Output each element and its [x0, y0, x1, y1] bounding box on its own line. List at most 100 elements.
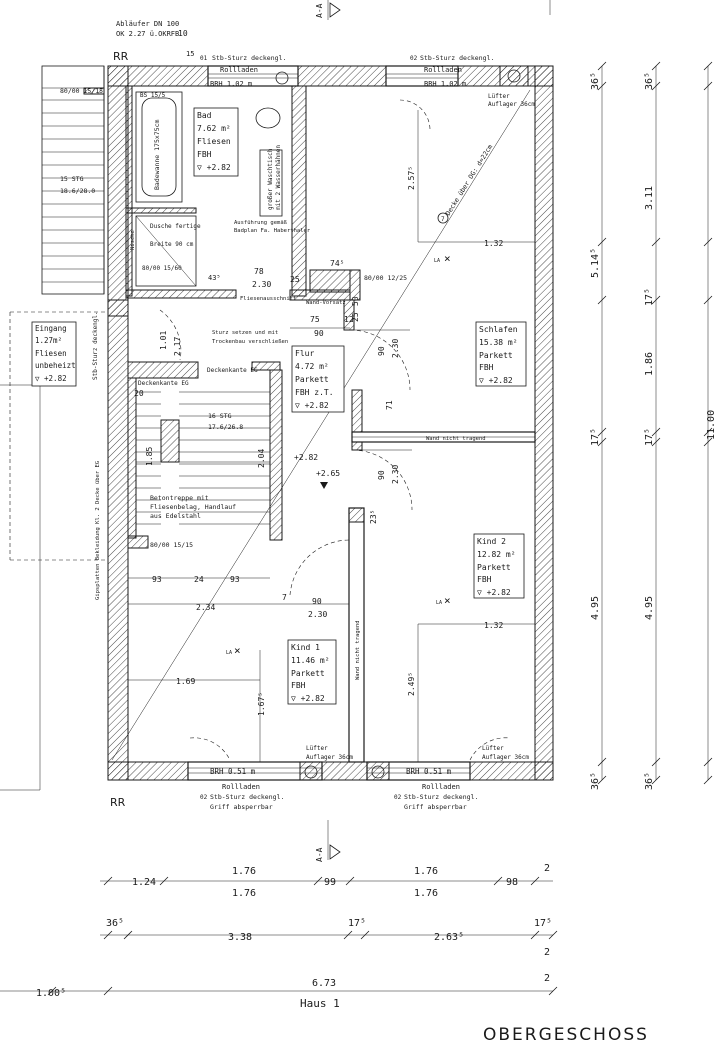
dimension-tick: [123, 930, 133, 940]
la-3-x: ×: [234, 644, 241, 657]
dimension-tick: [651, 237, 661, 247]
house-label: Haus 1: [300, 997, 340, 1010]
drain-note-2: OK 2.27 ü.OKRFB: [116, 30, 179, 38]
rd-b-175: 17⁵: [644, 288, 655, 306]
dim-20: 20: [134, 389, 144, 398]
window-tr-blind: Rollladen: [424, 66, 462, 74]
dimension-tick: [597, 61, 607, 71]
dim-217: 2.17: [173, 337, 182, 356]
room-eingang: Eingang 1.27m² Fliesen unbeheizt ▽ +2.82: [31, 321, 77, 387]
rd-a-365: 36⁵: [590, 72, 601, 90]
window-bottom-right: [366, 761, 471, 781]
dimension-tick: [651, 757, 661, 767]
bath-wall-dim: 80/00 15/60: [142, 265, 182, 272]
bd-263: 2.63⁵: [434, 932, 464, 943]
room-bad-area: 7.62 m²: [197, 124, 231, 133]
dim-23: 23⁵: [369, 510, 378, 524]
dim-230d: 2.30: [308, 610, 327, 619]
stair-edge-eg: Deckenkante EG: [138, 380, 189, 387]
room-schlafen-heat: FBH: [479, 363, 494, 372]
section-top: A-A: [315, 3, 324, 18]
ceiling-note: Decke über OG: d=22cm: [444, 143, 494, 217]
exterior-stair: [41, 65, 105, 295]
window-tl-number: 01: [200, 55, 208, 62]
bath-exec-note-1: Ausführung gemäß: [234, 220, 288, 226]
dimension-tick: [530, 876, 540, 886]
window-bl-fan-1: Lüfter: [306, 745, 328, 752]
dimension-tick: [651, 427, 661, 437]
dim-74: 74⁵: [330, 259, 344, 268]
stair-edge-og: Deckenkante EG: [207, 367, 258, 374]
dimension-tick: [703, 437, 713, 447]
page-title: OBERGESCHOSS: [483, 1025, 649, 1045]
bath-tile-cut: Fliesenausschnitt: [240, 296, 296, 302]
dim-90c: 90: [377, 470, 386, 480]
dim-43: 43⁵: [208, 274, 221, 282]
dim-249: 2.49⁵: [407, 672, 416, 696]
window-bl-grip: Griff absperrbar: [210, 803, 273, 811]
stair-beam-lower: 80/00 15/15: [150, 541, 193, 549]
dimension-tick: [703, 237, 713, 247]
la-3: LA: [226, 650, 232, 656]
la-2: LA: [436, 600, 442, 606]
room-flur-area: 4.72 m²: [295, 362, 329, 371]
dimension-tick: [651, 61, 661, 71]
window-br-fan-1: Lüfter: [482, 745, 504, 752]
dimension-tick: [651, 295, 661, 305]
bath-niche: Nische: [130, 230, 136, 250]
dim-257: 2.57⁵: [407, 166, 416, 190]
ceiling-span-line: [111, 89, 531, 761]
level-marker: [320, 482, 328, 489]
window-br-brh: BRH 0.51 m: [406, 767, 452, 776]
dimension-tick: [548, 930, 558, 940]
dim-78: 78: [254, 267, 264, 276]
bd-1005: 1.00⁵: [36, 988, 66, 999]
rd-b-365b: 36⁵: [644, 772, 655, 790]
room-bad: Bad 7.62 m² Fliesen FBH ▽ +2.82: [193, 107, 239, 177]
dimension-tick: [597, 237, 607, 247]
bd-175a: 17⁵: [348, 918, 366, 929]
window-tr-number: 02: [410, 55, 418, 62]
dimension-tick: [597, 295, 607, 305]
dimension-tick: [651, 775, 661, 785]
room-flur-heat: FBH z.T.: [295, 388, 334, 397]
dim-204: 2.04: [257, 449, 266, 468]
section-bottom: A-A: [315, 847, 324, 862]
dim-50: 50: [351, 296, 360, 306]
flur-note-1: Sturz setzen und mit: [212, 330, 278, 336]
dim-75: 75: [310, 315, 320, 324]
bd-124: 1.24: [132, 877, 156, 888]
room-kind1-heat: FBH: [291, 681, 306, 690]
rd-c-1100: 11.00: [706, 410, 717, 440]
rd-b-365: 36⁵: [644, 72, 655, 90]
ext-stair-beam: 80/00 15/15: [60, 87, 103, 95]
window-bl-lintel: Stb-Sturz deckengl.: [210, 793, 284, 801]
room-kind1: Kind 1 11.46 m² Parkett FBH ▽ +2.82: [287, 639, 337, 705]
dim-167: 1.67⁵: [257, 692, 266, 716]
room-flur-floor: Parkett: [295, 375, 329, 384]
la-1: LA: [434, 258, 440, 264]
stair-notes: 15 STG 18.6/28.0 80/00 15/15 16 STG 17.6…: [60, 87, 407, 600]
dimension-tick: [597, 757, 607, 767]
dimension-tick: [360, 930, 370, 940]
window-br-blind: Rollladen: [422, 783, 460, 791]
window-bl-number: 02: [200, 794, 208, 801]
room-flur-name: Flur: [295, 349, 314, 358]
dim-90a: 90: [314, 329, 324, 338]
room-kind1-name: Kind 1: [291, 643, 320, 652]
room-bad-floor: Fliesen: [197, 137, 231, 146]
window-br-grip: Griff absperrbar: [404, 803, 467, 811]
room-schlafen-floor: Parkett: [479, 351, 513, 360]
dimension-tick: [159, 876, 169, 886]
room-bad-level: ▽ +2.82: [197, 163, 231, 172]
dimension-tick: [703, 427, 713, 437]
section-marker: [327, 0, 551, 860]
dimension-tick: [597, 81, 607, 91]
room-eingang-heat: unbeheizt: [35, 361, 76, 370]
window-tr-fan-2: Auflager 36cm: [488, 101, 535, 108]
dim-7: 7: [282, 593, 287, 602]
dimension-tick: [345, 876, 355, 886]
room-flur-level: ▽ +2.82: [295, 401, 329, 410]
rd-b-495: 4.95: [644, 596, 655, 620]
